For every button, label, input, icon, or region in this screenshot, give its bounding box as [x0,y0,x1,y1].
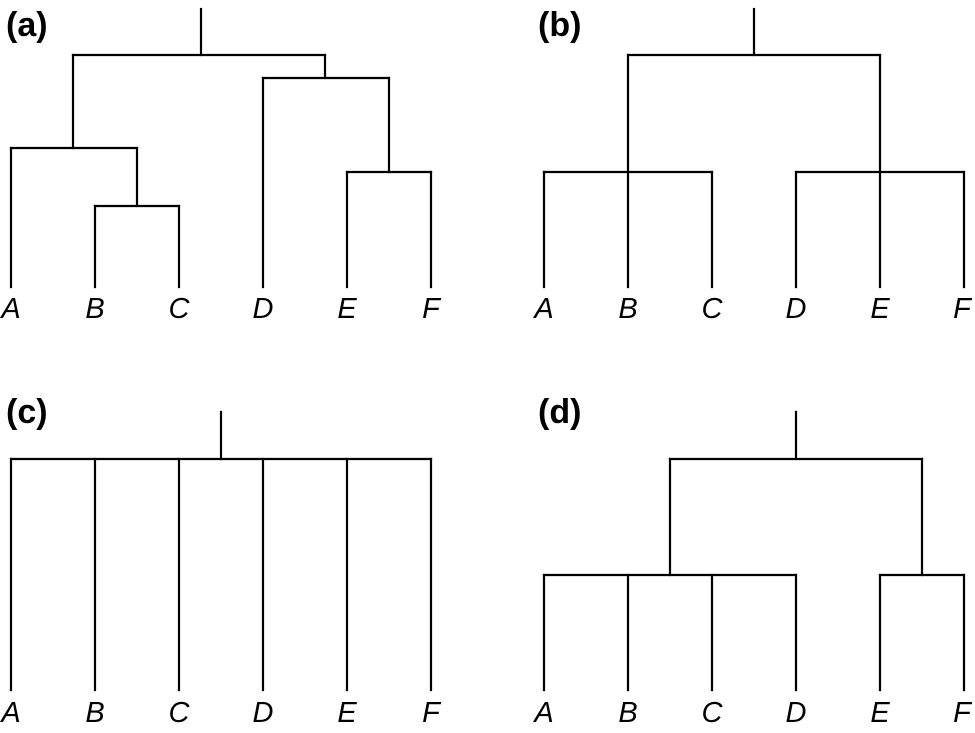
panel-label-a: (a) [6,6,48,44]
tree-c-branches [9,410,433,692]
leaf-label-a-C: C [169,293,191,325]
leaf-label-c-B: B [85,697,104,729]
leaf-label-d-E: E [870,697,890,729]
leaf-label-b-A: A [532,293,553,325]
panel-a: (a) A B C D E F [0,6,442,325]
leaf-label-d-B: B [618,697,637,729]
leaf-label-a-F: F [422,293,442,325]
leaf-label-d-A: A [532,697,553,729]
leaf-label-b-C: C [702,293,724,325]
tree-d-branches [542,410,966,692]
leaf-label-b-D: D [786,293,807,325]
tree-a-leaf-labels: A B C D E F [0,293,442,325]
tree-b-branches [542,7,966,289]
leaf-label-a-D: D [253,293,274,325]
tree-b-leaf-labels: A B C D E F [532,293,973,325]
leaf-label-a-B: B [85,293,104,325]
leaf-label-c-D: D [253,697,274,729]
leaf-label-a-A: A [0,293,21,325]
leaf-label-b-B: B [618,293,637,325]
tree-c-leaf-labels: A B C D E F [0,697,442,729]
leaf-label-b-E: E [870,293,890,325]
tree-a-branches [9,7,433,289]
leaf-label-c-C: C [169,697,191,729]
tree-d-leaf-labels: A B C D E F [532,697,973,729]
leaf-label-c-E: E [337,697,357,729]
leaf-label-c-A: A [0,697,21,729]
leaf-label-b-F: F [953,293,973,325]
panel-label-d: (d) [538,393,581,431]
panel-d: (d) A B C D E F [532,393,973,729]
leaf-label-d-C: C [702,697,724,729]
leaf-label-d-D: D [786,697,807,729]
leaf-label-c-F: F [422,697,442,729]
leaf-label-d-F: F [953,697,973,729]
panel-label-c: (c) [6,393,48,431]
panel-label-b: (b) [538,6,581,44]
leaf-label-a-E: E [337,293,357,325]
panel-c: (c) A B C D E F [0,393,442,729]
panel-b: (b) A B C D E F [532,6,973,325]
